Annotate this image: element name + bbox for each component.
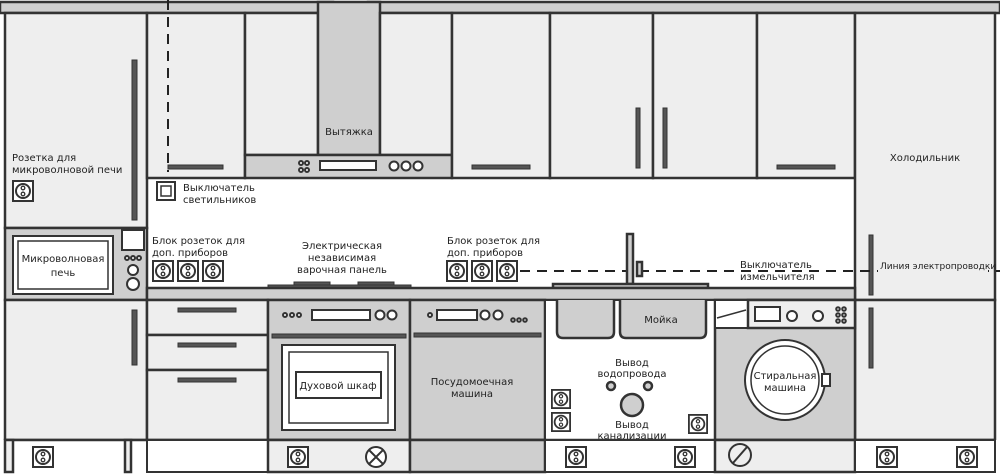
handle: [635, 107, 641, 169]
socket-icon: [551, 412, 571, 432]
drawer: [145, 298, 270, 337]
upper-cabinet: [243, 11, 320, 157]
socket-icon: [674, 446, 696, 468]
socket-icon: [471, 260, 493, 282]
socket-icon: [876, 446, 898, 468]
socket-icon: [32, 446, 54, 468]
fridge-lower: [853, 298, 997, 442]
top-cornice-right: [366, 0, 1000, 15]
socket-icon: [446, 260, 468, 282]
handle: [131, 59, 138, 221]
socket-icon: [202, 260, 224, 282]
disconnected-outlet-icon: [365, 446, 387, 468]
upper-cabinet: [450, 11, 552, 180]
handle: [776, 164, 836, 170]
socket-icon: [177, 260, 199, 282]
knob-icon: [126, 277, 140, 291]
handle: [131, 309, 138, 366]
sewer-pipe-icon: [619, 392, 645, 418]
hood-chimney: [316, 0, 382, 157]
handle: [662, 107, 668, 169]
upper-cabinet: [651, 11, 759, 180]
socket-icon: [12, 180, 34, 202]
faucet: [625, 232, 635, 286]
microwave: [12, 235, 114, 295]
countertop: [145, 286, 857, 302]
light-switch-icon: [156, 181, 176, 201]
sink-bowl: [618, 300, 708, 340]
upper-cabinet: [378, 11, 454, 157]
socket-icon: [496, 260, 518, 282]
fridge-upper: [853, 11, 997, 302]
top-cornice-left: [0, 0, 335, 15]
upper-cabinet: [755, 11, 857, 180]
socket-icon: [688, 414, 708, 434]
socket-icon: [565, 446, 587, 468]
hood-label: Вытяжка: [325, 127, 373, 138]
dishwasher: [408, 298, 547, 442]
knob-icon: [127, 264, 139, 276]
sink-label: Мойка: [644, 315, 677, 326]
sink-bowl: [555, 300, 616, 340]
oven-label: Духовой шкаф: [299, 381, 376, 392]
socket-icon: [551, 389, 571, 409]
drawer: [145, 333, 270, 372]
handle: [868, 307, 874, 369]
upper-cabinet: [145, 11, 247, 180]
blocked-outlet-icon: [728, 443, 752, 467]
handle: [868, 234, 874, 296]
wiring-line-label: Линия электропроводки: [880, 262, 996, 272]
microwave-door-panel: [121, 229, 145, 251]
handle: [167, 164, 224, 170]
fridge-label: Холодильник: [890, 153, 960, 164]
water-pipe-icon: [605, 380, 617, 392]
socket-icon: [956, 446, 978, 468]
socket-icon: [152, 260, 174, 282]
socket-icon: [287, 446, 309, 468]
tall-cabinet-lower: [3, 298, 149, 442]
handle: [471, 164, 531, 170]
water-pipe-icon: [642, 380, 654, 392]
